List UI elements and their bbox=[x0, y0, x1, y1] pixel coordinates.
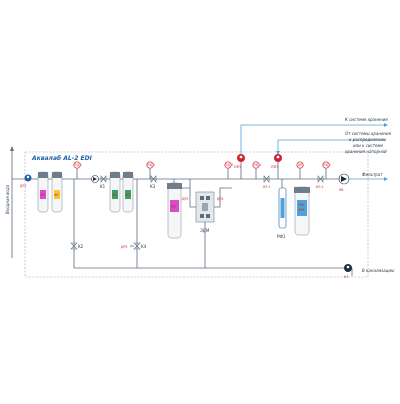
svg-text:РД 2: РД 2 bbox=[148, 163, 155, 167]
edi-module bbox=[195, 191, 215, 223]
svg-text:РД 4: РД 4 bbox=[254, 163, 261, 167]
inlet-label: Входная вода bbox=[5, 184, 10, 214]
svg-text:ФЕ: ФЕ bbox=[171, 205, 176, 209]
k5-valve-icon bbox=[263, 175, 270, 183]
svg-text:РД 1: РД 1 bbox=[75, 163, 82, 167]
svg-text:ФУ: ФУ bbox=[113, 193, 118, 197]
svg-text:КВ: КВ bbox=[339, 188, 343, 192]
svg-text:ФС: ФС bbox=[41, 193, 47, 197]
tank-label: хранения напорной bbox=[344, 149, 387, 154]
drain-label: В канализацию bbox=[362, 268, 395, 273]
rf1-label: РФ1 bbox=[277, 234, 286, 239]
svg-text:КЭ 1: КЭ 1 bbox=[263, 185, 271, 189]
svg-text:ДР4: ДР4 bbox=[217, 197, 223, 201]
svg-text:K1: K1 bbox=[100, 184, 106, 189]
inlet: Входная вода bbox=[5, 146, 14, 258]
rf1-column bbox=[278, 187, 287, 229]
svg-text:МФ: МФ bbox=[299, 203, 305, 207]
svg-text:ФМ: ФМ bbox=[299, 208, 305, 212]
storage-label: К системе хранения bbox=[345, 117, 388, 122]
svg-text:ФУ: ФУ bbox=[126, 193, 131, 197]
mixed-bed-filter: МФ ФМ bbox=[294, 186, 310, 236]
distribution-label: к распределению bbox=[349, 137, 387, 142]
system-title: Аквалаб AL-2 EDI bbox=[31, 155, 93, 162]
svg-text:КЭ 2: КЭ 2 bbox=[316, 185, 324, 189]
carbon-filter-pair: ФУ ФУ bbox=[109, 171, 134, 213]
k6-valve-icon bbox=[317, 175, 324, 183]
svg-text:ФС: ФС bbox=[55, 193, 61, 197]
prefilter-pair-1: ФС ФС bbox=[37, 171, 63, 213]
ro-membrane: ФЕ bbox=[167, 182, 182, 239]
k4-valve-icon bbox=[133, 242, 141, 250]
svg-text:УЭП: УЭП bbox=[271, 165, 278, 169]
svg-text:УЭП: УЭП bbox=[234, 165, 241, 169]
svg-text:K2: K2 bbox=[78, 244, 84, 249]
storage-lines bbox=[240, 123, 388, 155]
svg-text:ДР2: ДР2 bbox=[182, 197, 188, 201]
storage-system-label: или к системе bbox=[353, 143, 384, 148]
svg-text:ДР3: ДР3 bbox=[121, 245, 127, 249]
svg-text:ДР1: ДР1 bbox=[298, 163, 304, 167]
svg-text:K4: K4 bbox=[141, 244, 147, 249]
return-label: От системы хранения bbox=[345, 131, 392, 136]
system-boundary bbox=[24, 151, 369, 278]
k2-valve-icon bbox=[70, 242, 78, 250]
k1-valve-icon bbox=[100, 175, 107, 183]
svg-text:K3: K3 bbox=[150, 184, 156, 189]
filtrate-label: Фильтрат bbox=[362, 172, 383, 177]
svg-text:РД 1: РД 1 bbox=[324, 163, 331, 167]
svg-text:ДР1: ДР1 bbox=[20, 184, 26, 188]
svg-text:Н3: Н3 bbox=[344, 275, 348, 279]
k3-valve-icon bbox=[150, 175, 157, 183]
svg-text:РД 3: РД 3 bbox=[226, 163, 233, 167]
